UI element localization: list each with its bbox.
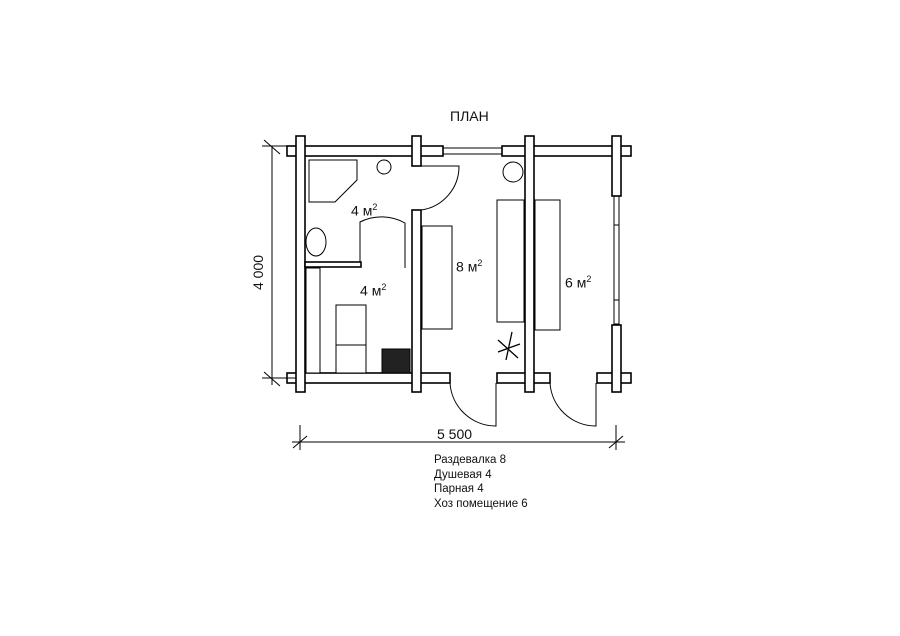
area-unit: м	[371, 282, 382, 299]
window-right	[613, 195, 620, 325]
dimension-height: 4 000	[250, 254, 266, 290]
wall-inner-right	[524, 135, 535, 393]
room-legend: Раздевалка 8 Душевая 4 Парная 4 Хоз поме…	[434, 453, 528, 511]
door-shower	[420, 165, 460, 211]
wall-inner-stub	[411, 135, 422, 167]
wall-inner-left	[411, 209, 422, 393]
wall-left	[295, 135, 306, 393]
area-value: 8	[456, 258, 464, 275]
room-area-changing: 8 м2	[456, 258, 482, 275]
area-value: 4	[351, 202, 359, 219]
wall-right-top	[611, 135, 622, 197]
area-unit: м	[467, 258, 478, 275]
partition	[304, 261, 362, 268]
room-area-sauna: 4 м2	[360, 282, 386, 299]
plan-title: ПЛАН	[450, 108, 489, 124]
room-area-shower: 4 м2	[351, 202, 377, 219]
legend-item: Душевая 4	[434, 468, 492, 481]
hanger	[497, 331, 521, 361]
sauna-bench-2	[335, 304, 367, 346]
sofa	[496, 199, 525, 323]
dimension-lines	[262, 139, 625, 450]
sauna-step	[335, 344, 367, 374]
sauna-stove	[381, 348, 411, 374]
sauna-bench-1	[305, 267, 321, 374]
window-top	[442, 147, 503, 155]
bench	[421, 225, 453, 330]
area-exponent: 2	[586, 274, 592, 284]
area-value: 6	[565, 274, 573, 291]
shower-cabin	[308, 159, 358, 203]
area-unit: м	[576, 274, 587, 291]
area-exponent: 2	[477, 258, 483, 268]
wall-right-bottom	[611, 324, 622, 393]
plant	[502, 161, 524, 183]
legend-item: Парная 4	[434, 483, 484, 495]
area-exponent: 2	[372, 202, 378, 212]
legend-item: Хоз помещение 6	[434, 497, 528, 510]
room-area-utility: 6 м2	[565, 274, 591, 291]
dimension-width: 5 500	[437, 426, 473, 442]
door-sauna	[359, 216, 406, 262]
area-value: 4	[360, 282, 368, 299]
wall-bottom-mid	[496, 372, 551, 384]
door-entrance	[449, 382, 497, 427]
shelves	[534, 199, 561, 331]
wall-bottom-left	[286, 372, 451, 384]
legend-item: Раздевалка 8	[434, 454, 507, 466]
area-unit: м	[362, 202, 373, 219]
washbasin	[305, 227, 327, 257]
toilet	[376, 159, 392, 175]
area-exponent: 2	[381, 282, 387, 292]
door-utility	[549, 382, 597, 427]
